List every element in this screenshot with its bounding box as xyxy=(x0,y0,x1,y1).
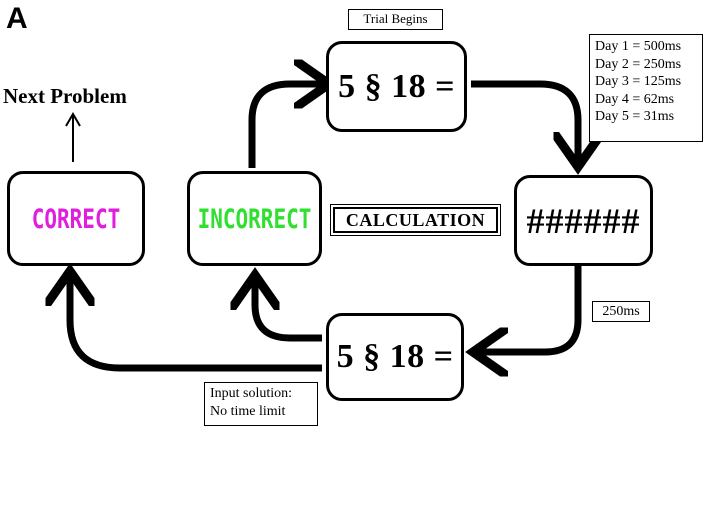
problem-box-top: 5 § 18 = xyxy=(326,41,467,132)
day-1-label: Day 1 = 500ms xyxy=(595,39,682,54)
input-solution-box: Input solution: No time limit xyxy=(204,382,318,426)
trial-begins-label: Trial Begins xyxy=(348,9,443,30)
correct-box: CORRECT xyxy=(7,171,145,266)
arrow-problem-to-mask xyxy=(471,80,578,160)
next-problem-label: Next Problem xyxy=(3,84,127,108)
problem-text-top: 5 § 18 = xyxy=(338,67,455,105)
arrow-mask-to-problem xyxy=(480,265,582,352)
day-3-label: Day 3 = 125ms xyxy=(595,74,682,89)
day-2-label: Day 2 = 250ms xyxy=(595,56,682,72)
correct-text: CORRECT xyxy=(31,203,121,234)
day-durations-box: Day 1 = 500ms Day 2 = 250ms Day 3 = 125m… xyxy=(589,34,703,142)
day-4-label: Day 4 = 62ms xyxy=(595,91,675,107)
input-solution-line-1: Input solution: xyxy=(210,386,293,401)
arrow-problem-to-correct xyxy=(70,278,322,372)
panel-letter: A xyxy=(6,2,28,35)
arrow-incorrect-to-problem xyxy=(248,84,322,168)
arrow-problem-to-incorrect xyxy=(255,282,322,342)
problem-box-bottom: 5 § 18 = xyxy=(326,313,464,401)
mask-box: ###### xyxy=(514,175,653,266)
incorrect-box: INCORRECT xyxy=(187,171,322,266)
mask-duration-label: 250ms xyxy=(592,301,650,322)
problem-text-bottom: 5 § 18 = xyxy=(336,338,454,375)
input-solution-line-2: No time limit xyxy=(210,403,286,419)
incorrect-text: INCORRECT xyxy=(197,203,312,234)
mask-text: ###### xyxy=(526,200,641,241)
day-5-label: Day 5 = 31ms xyxy=(595,109,675,124)
calculation-label: CALCULATION xyxy=(330,204,501,236)
